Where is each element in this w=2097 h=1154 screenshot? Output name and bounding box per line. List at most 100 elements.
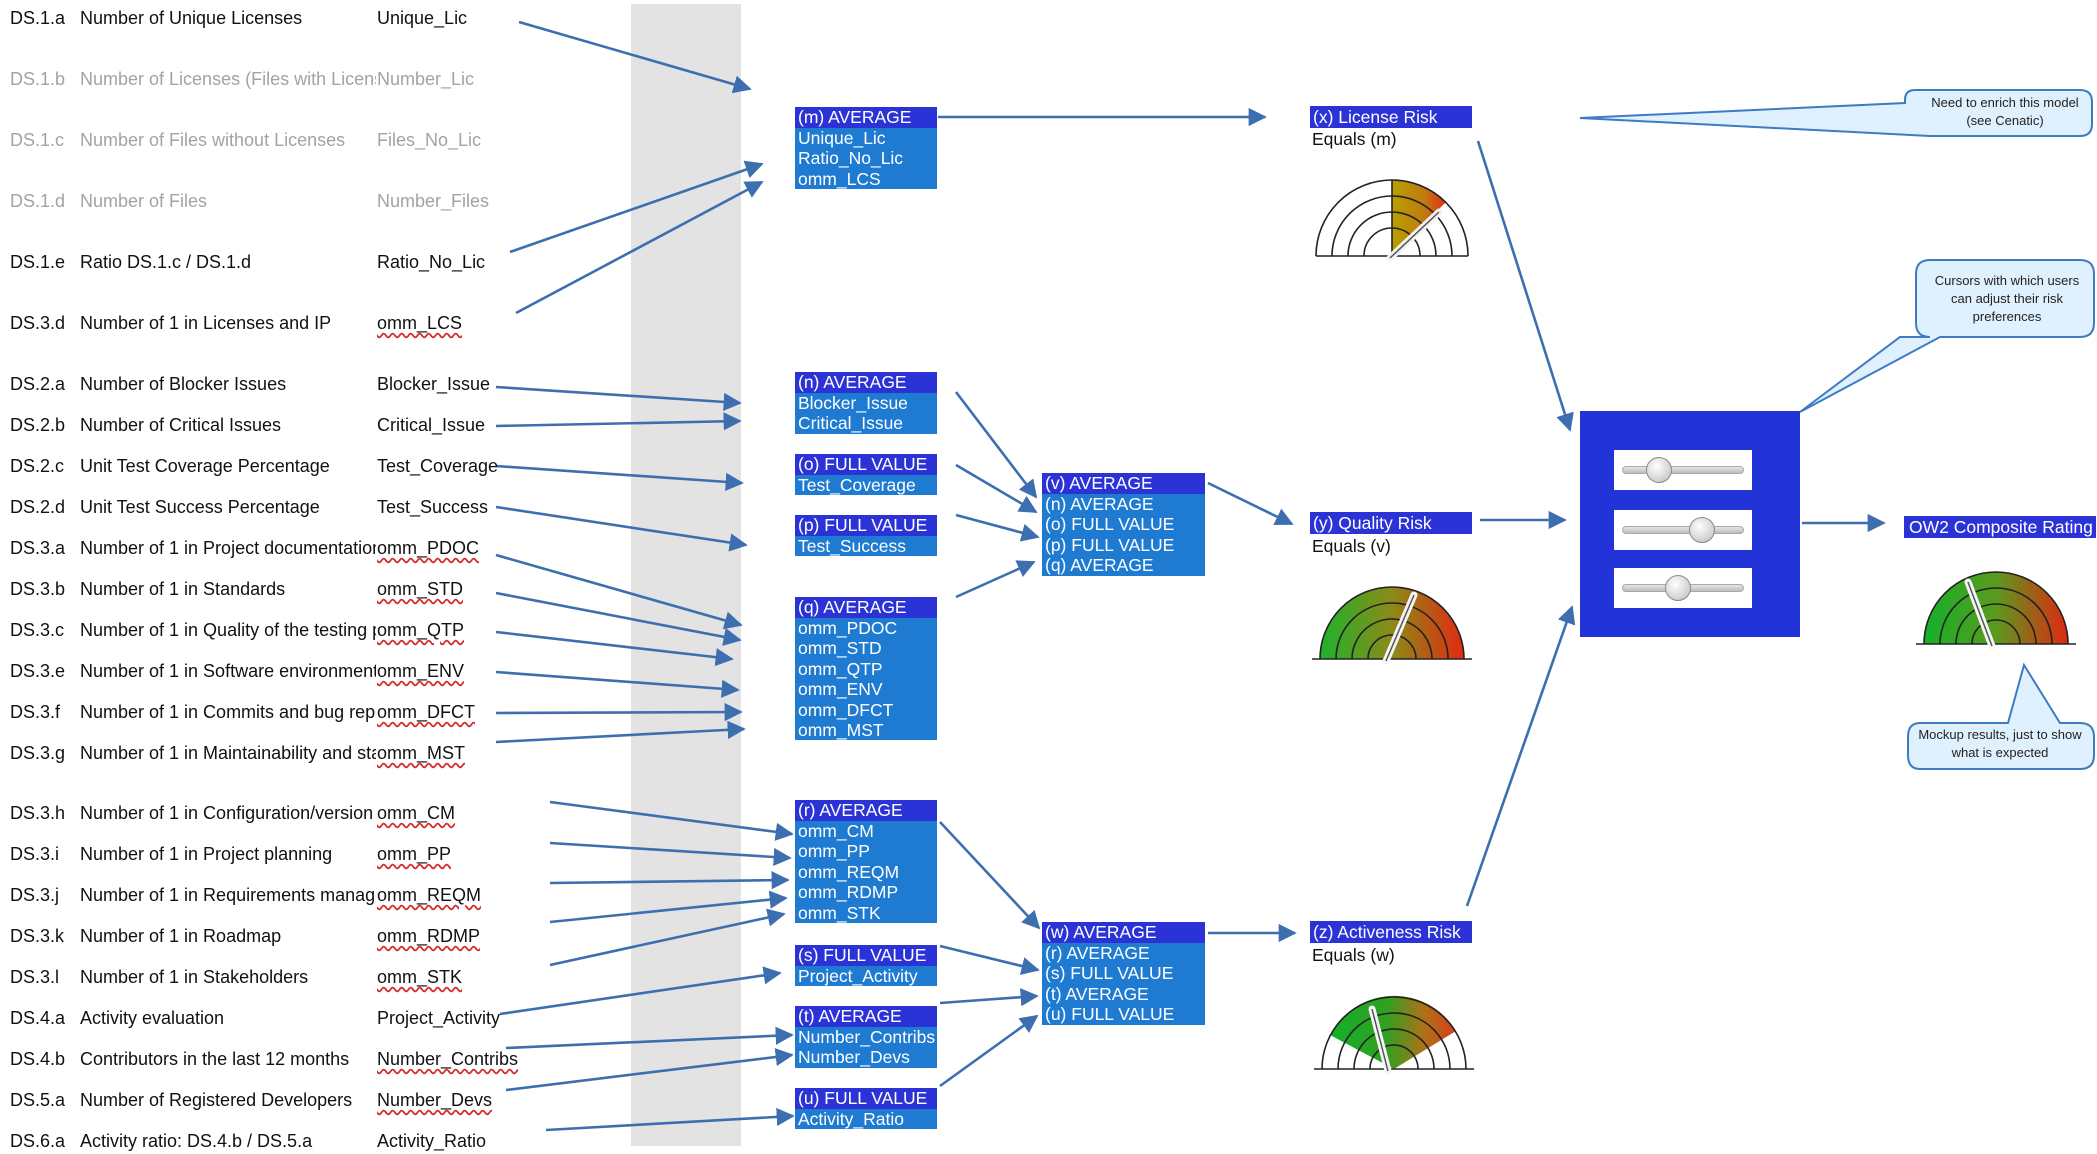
box-item: Project_Activity (798, 965, 918, 986)
source-id: DS.2.d (10, 497, 66, 517)
source-description: Number of 1 in Commits and bug reports (80, 702, 376, 722)
slider-knob[interactable] (1689, 517, 1716, 543)
source-description: Number of 1 in Stakeholders (80, 967, 309, 987)
source-description: Contributors in the last 12 months (80, 1049, 350, 1069)
box-u-full-value: (u) FULL VALUE Activity_Ratio (795, 1088, 937, 1129)
box-item: Blocker_Issue (798, 392, 908, 413)
arrow (495, 630, 734, 667)
callout-enrich-text: Need to enrich this model (see Cenatic) (1931, 95, 2079, 128)
box-v-average: (v) AVERAGE (n) AVERAGE (o) FULL VALUE (… (1042, 473, 1205, 576)
source-id: DS.2.b (10, 415, 66, 435)
arrow (495, 553, 743, 630)
quality-risk-formula: Equals (v) (1312, 536, 1391, 556)
box-item: (o) FULL VALUE (1045, 514, 1175, 534)
arrow (495, 385, 742, 412)
license-risk-formula: Equals (m) (1312, 129, 1397, 149)
arrow (495, 505, 748, 552)
source-id: DS.3.k (10, 926, 65, 946)
slider-card (1614, 450, 1752, 490)
variable-name: omm_PP (377, 844, 452, 864)
source-description: Number of Files (80, 191, 208, 211)
arrow (505, 1026, 794, 1050)
source-description: Activity evaluation (80, 1008, 225, 1028)
box-m-average: (m) AVERAGE Unique_Lic Ratio_No_Lic omm_… (795, 107, 937, 189)
source-description: Number of 1 in Requirements management (80, 885, 376, 905)
source-description: Number of 1 in Maintainability and stabi… (80, 743, 376, 763)
arrow (549, 890, 788, 924)
arrow (955, 513, 1040, 542)
arrow (545, 1107, 795, 1132)
source-id: DS.3.a (10, 538, 66, 558)
slider-track[interactable] (1622, 526, 1744, 534)
arrow (518, 20, 752, 94)
slider-knob[interactable] (1646, 457, 1672, 483)
separator-band (631, 4, 741, 1146)
arrow (1207, 481, 1294, 526)
variable-name: Ratio_No_Lic (377, 252, 486, 272)
source-description: Number of Registered Developers (80, 1090, 353, 1110)
arrow (549, 871, 790, 890)
arrow (955, 463, 1038, 514)
source-description: Number of 1 in Project documentation (80, 538, 376, 558)
slider-knob[interactable] (1665, 575, 1692, 601)
arrow (939, 988, 1039, 1007)
license-risk-gauge (1315, 179, 1469, 262)
box-header: (q) AVERAGE (795, 597, 937, 618)
box-header: (m) AVERAGE (795, 107, 937, 128)
variable-name: Unique_Lic (377, 8, 468, 28)
variable-name: omm_MST (377, 743, 466, 763)
box-item: omm_QTP (798, 658, 883, 679)
source-id: DS.3.g (10, 743, 66, 763)
variable-name: omm_DFCT (377, 702, 475, 722)
source-id: DS.3.b (10, 579, 66, 599)
source-description: Number of 1 in Software environment (80, 661, 376, 681)
arrow (939, 1014, 1039, 1088)
box-item: omm_STK (798, 902, 881, 923)
source-description: Activity ratio: DS.4.b / DS.5.a (80, 1131, 313, 1151)
box-item: Unique_Lic (798, 127, 886, 148)
variable-name: omm_CM (377, 803, 456, 823)
box-item: (t) AVERAGE (1045, 983, 1149, 1004)
source-description: Ratio DS.1.c / DS.1.d (80, 252, 252, 272)
variable-name: Test_Coverage (377, 456, 499, 476)
variable-name: omm_QTP (377, 620, 465, 640)
box-header: (s) FULL VALUE (795, 945, 937, 966)
variable-name: Number_Devs (377, 1090, 493, 1110)
arrow (955, 560, 1036, 599)
arrow (495, 702, 743, 722)
box-item: Test_Coverage (798, 474, 916, 495)
source-id: DS.4.a (10, 1008, 66, 1028)
source-id: DS.3.l (10, 967, 60, 987)
source-description: Number of 1 in Standards (80, 579, 286, 599)
arrow (495, 412, 742, 431)
variable-name: omm_REQM (377, 885, 482, 905)
box-item: (p) FULL VALUE (1045, 534, 1175, 555)
arrow (549, 908, 786, 967)
box-item: omm_ENV (798, 679, 883, 699)
quality-risk-gauge (1312, 586, 1472, 665)
callout-cursors (1799, 259, 2095, 413)
risk-preference-panel (1580, 411, 1800, 637)
box-item: omm_REQM (798, 861, 900, 882)
source-description: Number of 1 in Roadmap (80, 926, 282, 946)
source-id: DS.1.d (10, 191, 66, 211)
box-item: (u) FULL VALUE (1045, 1004, 1175, 1024)
arrow (1476, 140, 1574, 432)
box-header: (n) AVERAGE (795, 372, 937, 393)
variable-name: Project_Activity (377, 1008, 501, 1028)
box-item: omm_DFCT (798, 699, 894, 720)
box-item: omm_PP (798, 841, 870, 861)
callout-cursors-text: Cursors with which users can adjust thei… (1934, 273, 2080, 324)
box-header: (u) FULL VALUE (795, 1088, 937, 1109)
box-item: (q) AVERAGE (1045, 555, 1154, 575)
source-id: DS.2.c (10, 456, 65, 476)
box-item: omm_LCS (798, 168, 881, 189)
arrow (509, 160, 764, 254)
activeness-risk-gauge (1314, 995, 1474, 1075)
variable-name: Number_Contribs (377, 1049, 519, 1069)
slider-track[interactable] (1622, 466, 1744, 474)
box-header: (v) AVERAGE (1042, 473, 1205, 494)
arrow (939, 821, 1041, 930)
variable-name: omm_STD (377, 579, 464, 599)
arrow (939, 944, 1040, 975)
